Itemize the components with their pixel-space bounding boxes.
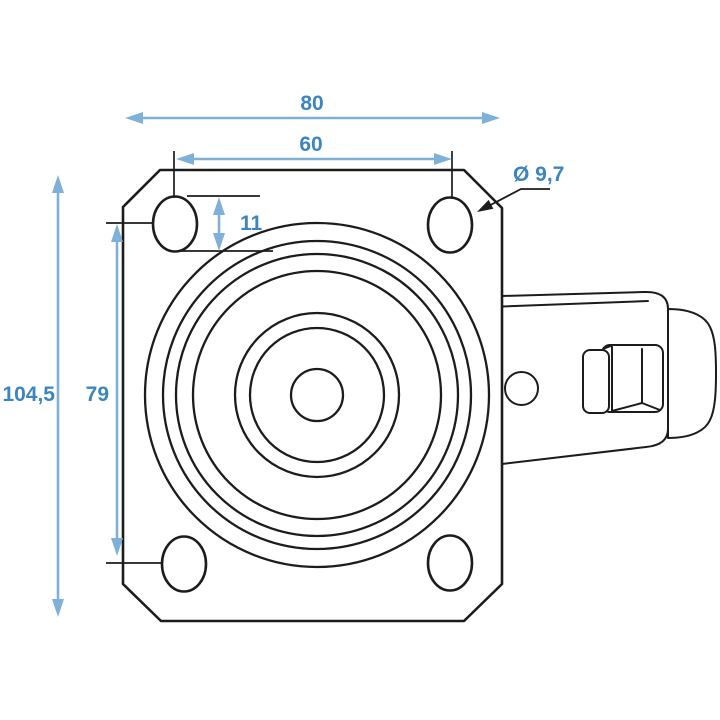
kingpin-hole (289, 367, 345, 423)
bearing-circle (233, 311, 401, 479)
diameter-callout: Ø 9,7 (477, 163, 564, 212)
dimension-hole-pitch-width: 60 (176, 133, 452, 165)
bearing-circle (174, 252, 460, 538)
dimension-slot-height: 11 (213, 197, 263, 251)
wheel-side-profile (667, 308, 717, 439)
arrowhead-down (111, 538, 123, 556)
arrowhead-left (176, 153, 194, 165)
arrowhead-right (482, 112, 500, 124)
dimension-hole-pitch-height: 79 (86, 224, 123, 556)
mounting-plate-outline (121, 168, 504, 623)
dim-slot-height-label: 11 (240, 212, 263, 235)
wheel-outline (667, 308, 717, 439)
arrowhead-down (52, 599, 64, 617)
dimension-plate-width: 80 (125, 92, 500, 124)
mounting-hole-top-right (426, 196, 474, 254)
arrowhead-up (52, 175, 64, 193)
arrowhead-up (111, 224, 123, 242)
swivel-bearing-circles (143, 221, 491, 569)
leader-line (480, 188, 550, 211)
bearing-circle (143, 221, 491, 569)
dim-hole-pitch-width-label: 60 (299, 133, 322, 156)
brake-pedal (582, 344, 664, 414)
bracket-top-inner-line (501, 300, 649, 308)
bearing-circle (161, 239, 473, 551)
arrowhead-right (434, 153, 452, 165)
dim-hole-diameter-label: Ø 9,7 (513, 163, 564, 186)
brake-pedal-top-notch (602, 344, 613, 350)
arrowhead-left (125, 112, 143, 124)
dim-hole-pitch-height-label: 79 (86, 383, 109, 406)
bearing-circle (191, 269, 443, 521)
arrowhead-up (213, 197, 225, 215)
mounting-hole-bottom-right (426, 534, 474, 592)
arrowhead-leader (477, 199, 494, 212)
axle-hole (504, 371, 539, 406)
mounting-hole-top-left (151, 195, 199, 253)
arrowhead-down (213, 233, 225, 251)
mounting-hole-bottom-left (160, 535, 208, 593)
bearing-circle (248, 326, 386, 464)
dim-plate-width-label: 80 (300, 92, 323, 115)
dim-plate-height-label: 104,5 (2, 383, 55, 406)
brake-pedal-pad (582, 349, 610, 414)
dimension-plate-height: 104,5 (2, 175, 64, 617)
mounting-holes (151, 195, 474, 593)
brake-pedal-bottom-facet (611, 402, 661, 412)
